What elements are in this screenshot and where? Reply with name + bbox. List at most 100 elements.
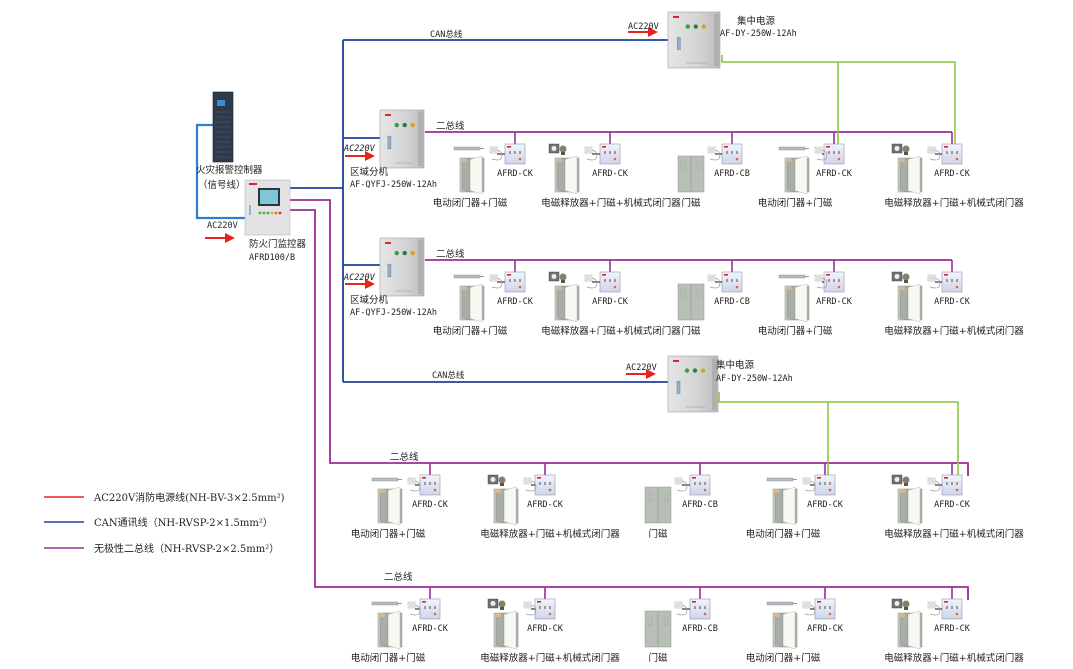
unit-name: 区域分机 <box>350 294 389 306</box>
door-magnet-sensor-icon <box>489 274 503 289</box>
door-caption: 电磁释放器+门磁+机械式闭门器 <box>480 652 620 664</box>
single-door-icon <box>377 486 403 526</box>
can-bus-label: CAN总线 <box>432 370 465 381</box>
module-label: AFRD-CB <box>682 624 718 634</box>
door-caption: 电磁释放器+门磁+机械式闭门器 <box>480 528 620 540</box>
module-label: AFRD-CK <box>816 297 853 307</box>
indicator-light-icon <box>258 211 262 215</box>
door-magnet-sensor-icon <box>814 274 828 289</box>
door-module-afrd-ck <box>534 598 556 620</box>
module-label: AFRD-CK <box>592 169 629 179</box>
indicator-light-icon <box>274 211 278 215</box>
bus-label: 二总线 <box>436 248 465 260</box>
door-caption: 电磁释放器+门磁+机械式闭门器 <box>884 652 1024 664</box>
module-label: AFRD-CB <box>714 169 750 179</box>
door-magnet-sensor-icon <box>407 601 421 616</box>
status-led-icon <box>518 157 522 161</box>
module-label: AFRD-CK <box>412 500 449 510</box>
door-module-afrd-ck <box>419 598 441 620</box>
indicator-light-icon <box>692 368 698 373</box>
door-closer-icon <box>766 601 797 606</box>
psu-1-labels: CAN总线 AC220V 集中电源 AF-DY-250W-12Ah <box>430 15 797 40</box>
magnetic-releaser-icon <box>891 598 910 610</box>
door-closer-icon <box>453 274 484 279</box>
magnetic-releaser-icon <box>891 143 910 155</box>
door-magnet-sensor-icon <box>707 146 721 161</box>
unit-model: AF-QYFJ-250W-12Ah <box>350 308 437 318</box>
door-magnet-sensor-icon <box>489 146 503 161</box>
door-magnet-sensor-icon <box>674 477 688 492</box>
module-label: AFRD-CK <box>527 624 564 634</box>
unit-power-label: AC220V <box>343 144 376 154</box>
bus-label: 二总线 <box>436 120 465 132</box>
legend: AC220V消防电源线(NH-BV-3×2.5mm²) CAN通讯线（NH-RV… <box>44 491 285 555</box>
single-door-icon <box>377 610 403 650</box>
door-module-afrd-ck <box>419 474 441 496</box>
unit-1-power-arrow-icon <box>345 151 375 161</box>
key-switch-icon <box>676 381 681 394</box>
module-label: AFRD-CK <box>592 297 629 307</box>
indicator-light-icon <box>266 211 270 215</box>
door-caption: 电动闭门器+门磁 <box>433 197 508 209</box>
key-switch-icon <box>387 263 392 278</box>
status-led-icon <box>828 488 832 492</box>
bus-wire-row-3 <box>290 199 969 476</box>
indicator-light-icon <box>685 24 690 29</box>
row-3-labels: 二总线 <box>390 451 419 463</box>
indicator-light-icon <box>270 211 274 215</box>
module-label: AFRD-CK <box>497 297 534 307</box>
door-closer-icon <box>778 146 809 151</box>
psu-2-labels: CAN总线 AC220V 集中电源 AF-DY-250W-12Ah <box>432 359 793 384</box>
central-power-supply-2 <box>667 355 719 413</box>
indicator-light-icon <box>693 24 698 29</box>
monitor-labels: AC220V 防火门监控器 AFRD100/B <box>207 221 307 263</box>
double-door-icon <box>677 283 705 321</box>
indicator-light-icon <box>701 24 706 29</box>
unit-name: 区域分机 <box>350 166 389 178</box>
fire-alarm-controller-label: 火灾报警控制器 <box>196 164 263 176</box>
key-switch-icon <box>249 205 251 215</box>
single-door-icon <box>554 283 580 323</box>
status-led-icon <box>955 488 959 492</box>
door-magnet-sensor-icon <box>927 477 941 492</box>
indicator-light-icon <box>394 250 399 256</box>
module-label: AFRD-CK <box>527 500 564 510</box>
unit-power-label: AC220V <box>343 273 376 283</box>
monitor-power-arrow-icon <box>205 233 235 243</box>
status-led-icon <box>433 612 437 616</box>
legend-label-power: AC220V消防电源线(NH-BV-3×2.5mm²) <box>93 491 285 504</box>
door-magnet-sensor-icon <box>584 146 598 161</box>
door-magnet-sensor-icon <box>407 477 421 492</box>
devices: AFRD-CK 电动闭门器+门磁 AFRD-CK 电磁释放器+门磁+机械式闭门器 AFR… <box>205 11 1024 664</box>
psu-2-output-wire <box>718 392 959 476</box>
single-door-icon <box>772 486 798 526</box>
magnetic-releaser-icon <box>548 143 567 155</box>
door-closer-icon <box>766 477 797 482</box>
module-label: AFRD-CK <box>816 169 853 179</box>
signal-line-label: （信号线） <box>198 179 246 191</box>
double-door-icon <box>677 155 705 193</box>
door-caption: 电动闭门器+门磁 <box>351 652 426 664</box>
status-led-icon <box>837 285 841 289</box>
monitor-power-label: AC220V <box>207 221 238 231</box>
status-led-icon <box>955 285 959 289</box>
module-label: AFRD-CK <box>807 624 844 634</box>
fire-alarm-controller-labels: 火灾报警控制器 （信号线） <box>196 164 263 191</box>
indicator-light-icon <box>394 122 399 128</box>
display-icon <box>217 100 225 106</box>
door-caption: 电动闭门器+门磁 <box>758 325 833 337</box>
fire-alarm-controller <box>212 91 234 163</box>
door-caption: 门磁 <box>681 197 701 209</box>
status-led-icon <box>518 285 522 289</box>
status-led-icon <box>703 488 707 492</box>
door-caption: 门磁 <box>681 325 701 337</box>
indicator-light-icon <box>402 250 407 256</box>
door-module-afrd-ck <box>941 474 963 496</box>
door-magnet-sensor-icon <box>584 274 598 289</box>
single-door-icon <box>493 486 519 526</box>
door-magnet-sensor-icon <box>927 601 941 616</box>
legend-label-bus: 无极性二总线（NH-RVSP-2×2.5mm²） <box>94 542 279 555</box>
status-led-icon <box>828 612 832 616</box>
module-label: AFRD-CK <box>934 297 971 307</box>
